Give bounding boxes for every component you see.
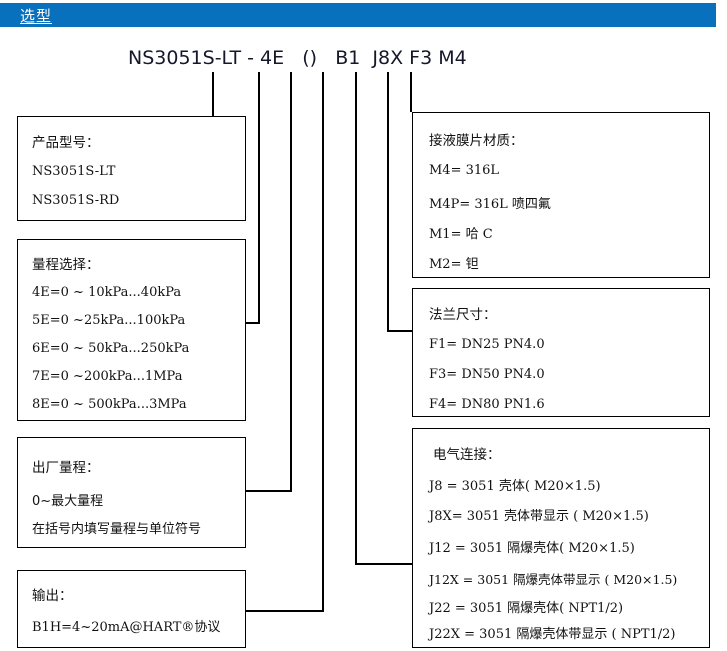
box-flange-size-line: F4= DN80 PN1.6	[429, 397, 545, 412]
connector-electrical-stem	[355, 72, 358, 565]
box-range-select-line: 7E=0 ~200kPa...1MPa	[32, 369, 183, 384]
box-electrical-connection-line: J8 = 3051 壳体( M20×1.5)	[429, 479, 601, 494]
box-diaphragm-material-line: M4= 316L	[429, 163, 500, 178]
box-factory-range: 出厂量程： 0~最大量程 在括号内填写量程与单位符号	[17, 437, 246, 548]
connector-diaphragm-stem	[410, 72, 413, 112]
box-flange-size-line: F1= DN25 PN4.0	[429, 337, 545, 352]
box-diaphragm-material-title: 接液膜片材质：	[429, 133, 524, 149]
connector-factory-range-stem	[290, 72, 292, 492]
box-product-model: 产品型号： NS3051S-LT NS3051S-RD	[17, 116, 246, 221]
box-diaphragm-material: 接液膜片材质： M4= 316L M4P= 316L 喷四氟 M1= 哈 C M…	[412, 112, 710, 278]
header-bar	[0, 3, 716, 27]
box-range-select-line: 6E=0 ~ 50kPa...250kPa	[32, 341, 190, 356]
box-electrical-connection: 电气连接： J8 = 3051 壳体( M20×1.5) J8X= 3051 壳…	[412, 428, 710, 648]
connector-flange-elbow	[387, 330, 413, 332]
connector-electrical-elbow	[355, 563, 413, 566]
connector-product-model-stem	[212, 72, 214, 118]
box-product-model-title: 产品型号：	[32, 135, 100, 151]
box-factory-range-line: 0~最大量程	[32, 494, 104, 509]
box-product-model-line: NS3051S-LT	[32, 164, 116, 179]
box-diaphragm-material-line: M1= 哈 C	[429, 227, 493, 242]
box-product-model-line: NS3051S-RD	[32, 193, 120, 208]
box-range-select-line: 5E=0 ~25kPa...100kPa	[32, 313, 186, 328]
box-factory-range-line: 在括号内填写量程与单位符号	[32, 522, 202, 537]
box-output-line: B1H=4~20mA@HART®协议	[32, 620, 221, 635]
box-flange-size-title: 法兰尺寸：	[429, 307, 497, 323]
connector-range-elbow	[246, 322, 260, 324]
box-electrical-connection-line: J22X = 3051 隔爆壳体带显示 ( NPT1/2)	[429, 627, 676, 642]
box-range-select: 量程选择： 4E=0 ~ 10kPa...40kPa 5E=0 ~25kPa..…	[17, 239, 246, 421]
box-electrical-connection-line: J12X = 3051 隔爆壳体带显示 ( M20×1.5)	[429, 572, 678, 587]
box-flange-size-line: F3= DN50 PN4.0	[429, 367, 545, 382]
box-electrical-connection-line: J12 = 3051 隔爆壳体( M20×1.5)	[429, 541, 635, 556]
connector-factory-range-elbow	[246, 490, 292, 492]
box-factory-range-title: 出厂量程：	[32, 460, 100, 476]
connector-flange-stem	[387, 72, 389, 332]
box-output-title: 输出：	[32, 588, 73, 604]
box-range-select-line: 8E=0 ~ 500kPa...3MPa	[32, 397, 187, 412]
box-output: 输出： B1H=4~20mA@HART®协议	[17, 570, 246, 648]
box-flange-size: 法兰尺寸： F1= DN25 PN4.0 F3= DN50 PN4.0 F4= …	[412, 288, 710, 417]
box-diaphragm-material-line: M2= 钽	[429, 257, 479, 272]
connector-range-stem	[258, 72, 260, 324]
connector-output-stem	[322, 72, 325, 612]
box-electrical-connection-line: J22 = 3051 隔爆壳体( NPT1/2)	[429, 601, 624, 616]
box-diaphragm-material-line: M4P= 316L 喷四氟	[429, 197, 551, 212]
box-electrical-connection-title: 电气连接：	[433, 447, 501, 463]
box-range-select-line: 4E=0 ~ 10kPa...40kPa	[32, 285, 182, 300]
box-range-select-title: 量程选择：	[32, 257, 100, 273]
connector-output-elbow	[246, 610, 324, 613]
box-electrical-connection-line: J8X= 3051 壳体带显示 ( M20×1.5)	[429, 509, 649, 524]
page-title: 选型	[20, 7, 53, 25]
model-code-string: NS3051S-LT - 4E () B1 J8X F3 M4	[128, 47, 467, 69]
